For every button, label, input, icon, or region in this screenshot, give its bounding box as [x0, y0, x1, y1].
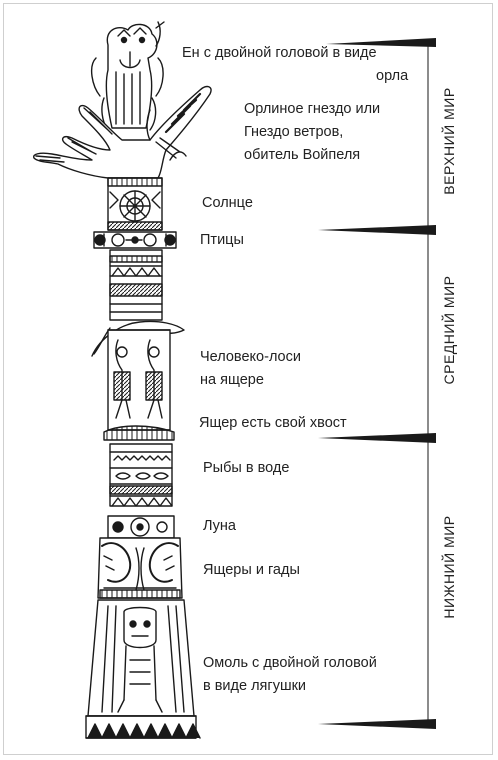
label-moon-line1: Луна	[203, 518, 237, 534]
label-nest-line1: Орлиное гнездо или	[244, 101, 381, 117]
pointer-bottom	[318, 719, 436, 729]
label-reptiles-line1: Ящеры и гады	[203, 562, 300, 578]
page-frame	[3, 3, 493, 755]
moon-band	[107, 515, 175, 539]
label-nest-line2: Гнездо ветров,	[244, 124, 344, 140]
label-eagle-line2: орла	[376, 68, 409, 84]
reptiles-band	[97, 537, 183, 599]
world-upper: ВЕРХНИЙ МИР	[441, 87, 457, 195]
omul-base	[85, 599, 201, 739]
elk-men-figures	[91, 320, 185, 441]
pointer-top	[326, 38, 436, 47]
label-elkmen-line2: на ящере	[200, 372, 264, 388]
label-sun: Солнце	[202, 192, 253, 215]
label-nest-line3: обитель Войпеля	[244, 147, 361, 163]
label-eagle-line1: Ен с двойной головой в виде	[182, 45, 377, 61]
pointer-upper-middle	[318, 225, 436, 235]
label-lizard-line1: Ящер есть свой хвост	[199, 415, 347, 431]
fish-band	[109, 443, 173, 507]
label-omul-line2: в виде лягушки	[203, 678, 307, 694]
label-moon: Луна	[203, 515, 236, 538]
label-birds-line1: Птицы	[200, 232, 244, 248]
label-birds: Птицы	[200, 229, 244, 252]
pointer-middle-lower	[318, 433, 436, 443]
nest-hand	[33, 85, 212, 179]
label-elkmen: Человеко-лоси на ящере	[200, 346, 301, 392]
label-omul-line1: Омоль с двойной головой	[203, 655, 377, 671]
label-elkmen-line1: Человеко-лоси	[200, 349, 301, 365]
world-lower: НИЖНИЙ МИР	[441, 515, 457, 619]
label-reptiles: Ящеры и гады	[203, 559, 300, 582]
label-eagle: Ен с двойной головой в виде орла	[182, 42, 408, 88]
sun-band	[107, 177, 163, 231]
label-nest: Орлиное гнездо или Гнездо ветров, обител…	[244, 98, 380, 167]
birds-band	[93, 231, 177, 249]
label-fish-line1: Рыбы в воде	[203, 460, 290, 476]
middle-bands	[109, 249, 163, 321]
world-middle: СРЕДНИЙ МИР	[441, 275, 457, 385]
label-sun-line1: Солнце	[202, 195, 253, 211]
label-omul: Омоль с двойной головой в виде лягушки	[203, 652, 377, 698]
label-lizard: Ящер есть свой хвост	[199, 412, 347, 435]
label-fish: Рыбы в воде	[203, 457, 289, 480]
eagle-figure	[90, 21, 165, 131]
